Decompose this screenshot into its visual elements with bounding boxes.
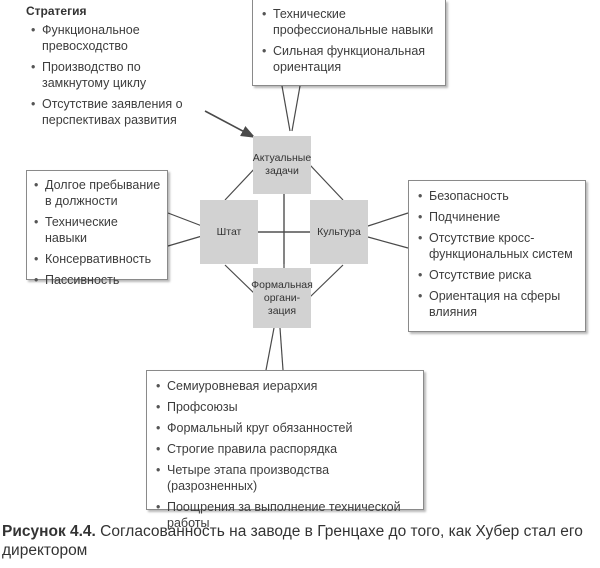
- node-formal-organization: Формальная органи- зация: [251, 268, 313, 328]
- list-item: Технические навыки: [33, 214, 161, 246]
- pointer-left-1: [167, 212, 203, 227]
- culture-list: Безопасность Подчинение Отсутствие кросс…: [417, 188, 579, 320]
- staff-list: Долгое пребывание в должности Технически…: [33, 177, 161, 288]
- node-staff-label: Штат: [216, 225, 242, 238]
- list-item: Безопасность: [417, 188, 579, 204]
- pointer-top-1: [281, 85, 291, 132]
- skills-box: Технические профессиональные навыки Силь…: [252, 0, 446, 86]
- figure-caption: Рисунок 4.4. Согласованность на заводе в…: [2, 522, 600, 560]
- node-formal-org-line2: органи-: [263, 291, 301, 304]
- pointer-right-1: [367, 212, 409, 227]
- pointer-bottom-2: [279, 327, 284, 371]
- list-item: Технические профессиональные навыки: [261, 6, 437, 38]
- strategy-arrow: [204, 110, 256, 138]
- list-item: Функциональное превосходство: [30, 22, 196, 54]
- list-item: Формальный круг обязанностей: [155, 420, 417, 436]
- pointer-right-2: [367, 236, 409, 249]
- list-item: Производство по замкнутому циклу: [30, 59, 196, 91]
- pointer-bottom-1: [265, 327, 275, 371]
- node-culture: Культура: [310, 200, 368, 264]
- link-top-right: [309, 164, 344, 201]
- node-current-tasks: Актуальные задачи: [253, 136, 311, 194]
- list-item: Пассивность: [33, 272, 161, 288]
- list-item: Сильная функциональная ориентация: [261, 43, 437, 75]
- list-item: Консервативность: [33, 251, 161, 267]
- pointer-top-2: [291, 85, 301, 132]
- list-item: Четыре этапа производства (разрозненных): [155, 462, 417, 494]
- list-item: Отсутствие риска: [417, 267, 579, 283]
- list-item: Семиуровневая иерархия: [155, 378, 417, 394]
- strategy-panel: Стратегия Функциональное превосходство П…: [26, 4, 196, 144]
- list-item: Ориентация на сферы влияния: [417, 288, 579, 320]
- formal-org-list: Семиуровневая иерархия Профсоюзы Формаль…: [155, 378, 417, 531]
- strategy-list: Функциональное превосходство Производств…: [26, 22, 196, 128]
- culture-box: Безопасность Подчинение Отсутствие кросс…: [408, 180, 586, 332]
- caption-label: Рисунок 4.4.: [2, 523, 96, 540]
- node-culture-label: Культура: [317, 225, 361, 238]
- node-staff: Штат: [200, 200, 258, 264]
- staff-box: Долгое пребывание в должности Технически…: [26, 170, 168, 288]
- node-current-tasks-line1: Актуальные: [252, 152, 312, 164]
- list-item: Отсутствие кросс-функциональных систем: [417, 230, 579, 262]
- list-item: Подчинение: [417, 209, 579, 225]
- skills-list: Технические профессиональные навыки Силь…: [261, 6, 437, 75]
- list-item: Поощрения за выполнение технической рабо…: [155, 499, 417, 531]
- node-current-tasks-line2: задачи: [265, 165, 299, 177]
- strategy-title: Стратегия: [26, 4, 87, 18]
- list-item: Отсутствие заявления о перспективах разв…: [30, 96, 196, 128]
- list-item: Долгое пребывание в должности: [33, 177, 161, 209]
- node-formal-org-line3: зация: [267, 304, 297, 317]
- link-top-left: [224, 164, 259, 201]
- list-item: Строгие правила распорядка: [155, 441, 417, 457]
- caption-text: Согласованность на заводе в Гренцахе до …: [2, 523, 583, 559]
- link-left-bottom: [224, 264, 259, 298]
- list-item: Профсоюзы: [155, 399, 417, 415]
- link-right-bottom: [309, 264, 344, 298]
- pointer-left-2: [167, 235, 203, 247]
- formal-org-box: Семиуровневая иерархия Профсоюзы Формаль…: [146, 370, 424, 530]
- node-formal-org-line1: Формальная: [251, 278, 313, 291]
